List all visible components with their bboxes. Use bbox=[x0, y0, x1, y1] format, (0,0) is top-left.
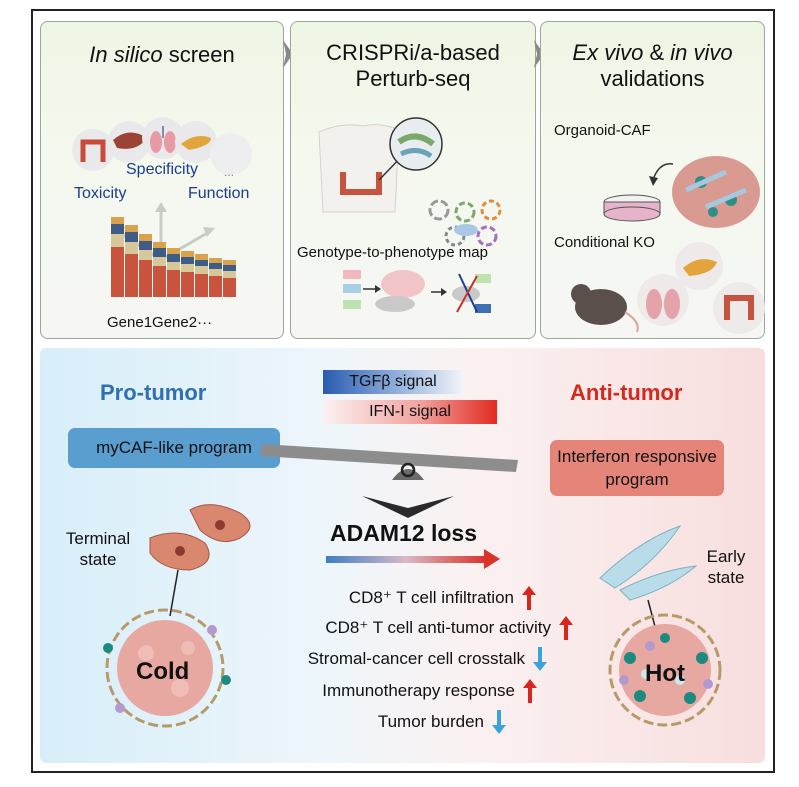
perturb-title-line2: Perturb-seq bbox=[355, 66, 471, 91]
hot-label: Hot bbox=[645, 660, 685, 687]
adam12-loss-label: ADAM12 loss bbox=[330, 520, 477, 546]
perturb-title-line1: CRISPRi/a-based bbox=[326, 40, 500, 65]
perturb-illustration bbox=[318, 117, 502, 313]
ifn-signal-bar: IFN-I signal bbox=[323, 400, 497, 424]
in-silico-title: In silico screen bbox=[89, 42, 235, 67]
up-arrow-icon bbox=[522, 586, 536, 610]
balance-beam bbox=[260, 444, 518, 472]
effect-label: CD8⁺ T cell anti-tumor activity bbox=[325, 618, 551, 637]
effect-label: Stromal-cancer cell crosstalk bbox=[307, 649, 525, 668]
conditional-ko-label: Conditional KO bbox=[554, 234, 655, 251]
anti-tumor-title: Anti-tumor bbox=[570, 380, 683, 405]
figure-frame bbox=[31, 9, 775, 773]
mechanism-panel: Pro-tumor Anti-tumor TGFβ signal IFN-I s… bbox=[40, 348, 765, 763]
specificity-label: Specificity bbox=[126, 161, 199, 178]
validation-panel: Ex vivo & in vivo validations Organoid-C… bbox=[540, 21, 765, 339]
organoid-caf-label: Organoid-CAF bbox=[554, 122, 651, 139]
balance-fulcrum-icon bbox=[392, 469, 424, 480]
tgf-signal-bar: TGFβ signal bbox=[323, 370, 463, 394]
mouse-icon bbox=[571, 284, 639, 333]
more-organs-icon bbox=[210, 133, 252, 175]
pro-tumor-title: Pro-tumor bbox=[100, 380, 207, 405]
gene-score-bars bbox=[111, 217, 236, 297]
validation-illustration bbox=[571, 156, 765, 334]
up-arrow-icon bbox=[559, 616, 573, 640]
more-organs-label: ... bbox=[224, 165, 235, 179]
petri-dish-icon bbox=[603, 194, 661, 222]
effect-label: Immunotherapy response bbox=[322, 681, 515, 700]
validation-title-line2: validations bbox=[600, 66, 705, 91]
validation-title-line1: Ex vivo & in vivo bbox=[572, 40, 733, 65]
cell-icon bbox=[428, 199, 450, 221]
in-silico-panel: In silico screen .. bbox=[40, 21, 284, 339]
cold-label: Cold bbox=[136, 658, 190, 685]
effect-label: CD8⁺ T cell infiltration bbox=[348, 588, 514, 607]
chevron-right-icon bbox=[534, 40, 544, 68]
organoid-caf-icon bbox=[672, 156, 760, 228]
mechanism-illustration bbox=[103, 444, 722, 728]
genotype-map-label: Genotype-to-phenotype map bbox=[297, 244, 488, 261]
hot-tumor-icon bbox=[608, 613, 722, 727]
screen-illustration bbox=[72, 117, 252, 297]
mycaf-program-box: myCAF-like program bbox=[68, 428, 280, 468]
human-torso-icon bbox=[318, 124, 400, 213]
up-arrow-icon bbox=[523, 679, 537, 703]
magnified-cells-icon bbox=[389, 117, 443, 171]
gene-axis-label: Gene1Gene2··· bbox=[107, 314, 213, 331]
perturb-seq-panel: CRISPRi/a-based Perturb-seq bbox=[290, 21, 536, 339]
function-label: Function bbox=[188, 185, 250, 202]
chevron-down-icon bbox=[362, 496, 454, 518]
genotype-phenotype-map bbox=[343, 270, 491, 313]
colon-icon bbox=[72, 129, 114, 171]
colon-icon bbox=[713, 282, 765, 334]
chevron-right-icon bbox=[283, 40, 293, 68]
down-arrow-icon bbox=[492, 710, 506, 734]
toxicity-label: Toxicity bbox=[74, 185, 127, 202]
cold-tumor-icon bbox=[103, 608, 231, 728]
effect-label: Tumor burden bbox=[377, 712, 484, 731]
adam12-loss-arrow bbox=[326, 556, 486, 563]
early-fibroblast-icon bbox=[599, 525, 682, 589]
down-arrow-icon bbox=[533, 647, 547, 671]
colon-shape bbox=[80, 139, 106, 162]
